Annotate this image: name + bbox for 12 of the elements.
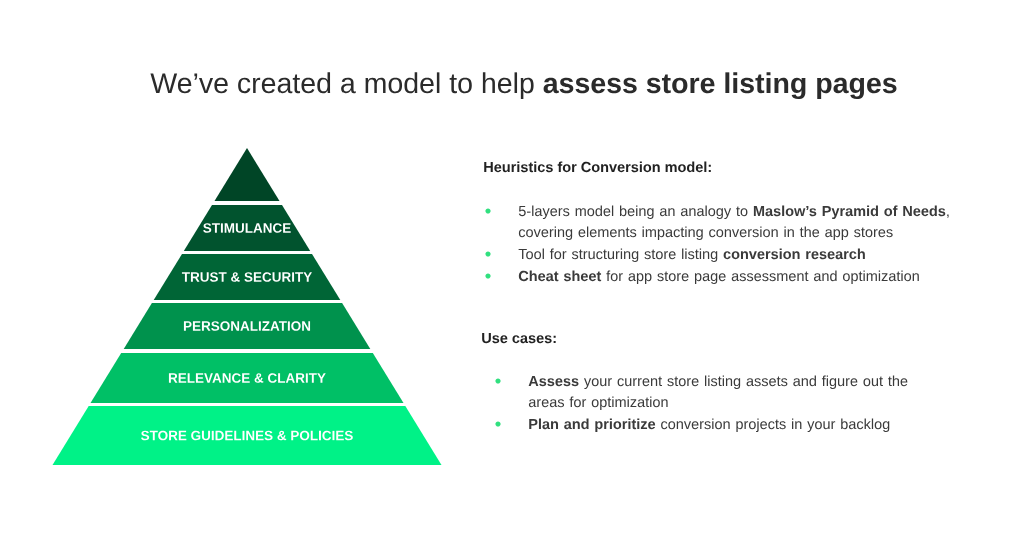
section-heading: Use cases: xyxy=(482,333,556,344)
pyramid-apex xyxy=(214,148,280,201)
bullet-text: Cheat sheet for app store page assessment and optimization xyxy=(518,270,919,284)
pyramid-layer: RELEVANCE & CLARITY xyxy=(90,353,404,403)
pyramid-layer: STIMULANCE xyxy=(183,205,311,251)
bullet-text: Tool for structuring store listing conversion research xyxy=(518,248,865,262)
section-heading: Heuristics for Conversion model: xyxy=(484,161,711,173)
pyramid-layer: STORE GUIDELINES & POLICIES xyxy=(52,406,442,465)
pyramid-layer: PERSONALIZATION xyxy=(123,303,371,349)
pyramid-layer: TRUST & SECURITY xyxy=(153,254,341,300)
bullet-text: Plan and prioritize conversion projects in your backlog xyxy=(529,418,890,432)
title: We’ve created a model to help assess store listing pages xyxy=(150,72,897,100)
